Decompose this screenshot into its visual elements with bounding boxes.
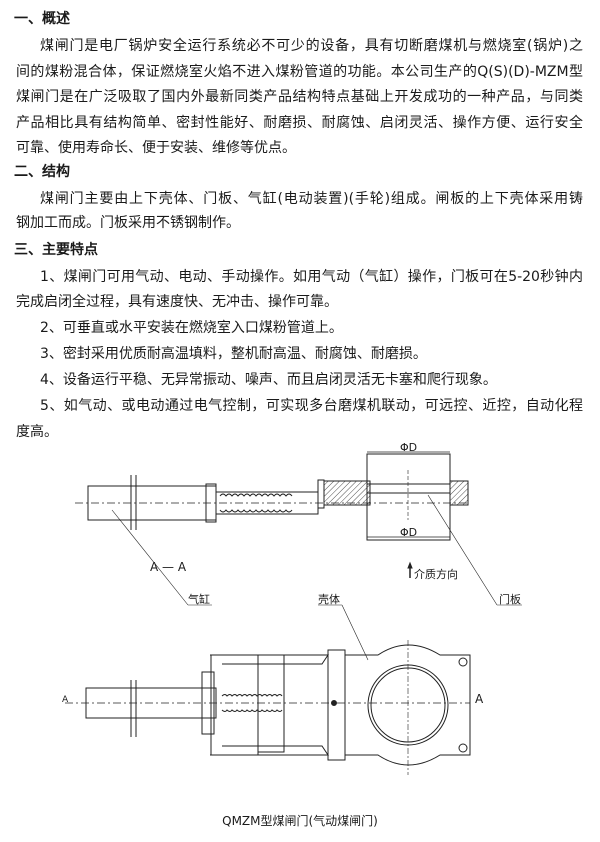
text-line: 产品相比具有结构简单、密封性能好、耐磨损、耐腐蚀、启闭灵活、操作方便、运行安全 — [16, 115, 583, 131]
text-line: 钢加工而成。门板采用不锈钢制作。 — [16, 215, 240, 231]
bellows — [219, 493, 293, 513]
text-line: 间的煤粉混合体，保证燃烧室火焰不进入煤粉管道的功能。本公司生产的Q(S)(D)-… — [16, 64, 583, 80]
flow-direction-label: 介质方向 — [414, 568, 458, 581]
text-line: 煤闸门是在广泛吸取了国内外最新同类产品结构特点基础上开发成功的一种产品，与同类 — [16, 89, 583, 105]
text-line: 5、如气动、或电动通过电气控制，可实现多台磨煤机联动，可远控、近控，自动化程 — [40, 398, 583, 414]
text-line: 度高。 — [16, 424, 58, 440]
heading-features: 三、主要特点 — [14, 242, 98, 258]
text-line: 煤闸门主要由上下壳体、门板、气缸(电动装置)(手轮)组成。闸板的上下壳体采用铸 — [40, 191, 583, 207]
heading-structure: 二、结构 — [14, 164, 70, 180]
section-label: A — A — [150, 560, 187, 574]
diameter-label-bottom: ΦD — [400, 526, 418, 539]
text-line: 煤闸门是电厂锅炉安全运行系统必不可少的设备，具有切断磨煤机与燃烧室(锅炉)之 — [40, 38, 583, 54]
text-line: 3、密封采用优质耐高温填料，整机耐高温、耐腐蚀、耐磨损。 — [40, 346, 427, 362]
text-line: 1、煤闸门可用气动、电动、手动操作。如用气动（气缸）操作，门板可在5-20秒钟内 — [40, 269, 583, 285]
text-line: 2、可垂直或水平安装在燃烧室入口煤粉管道上。 — [40, 320, 343, 336]
bellows — [221, 694, 283, 712]
front-view — [65, 640, 471, 775]
cylinder-label: 气缸 — [188, 593, 210, 606]
text-line: 完成启闭全过程，具有速度快、无冲击、操作可靠。 — [16, 294, 338, 310]
text-line: 可靠、使用寿命长、便于安装、维修等优点。 — [16, 140, 296, 156]
section-marker-right: A — [475, 692, 484, 706]
gate-plate-label: 门板 — [499, 593, 521, 606]
hatched-flange — [323, 480, 371, 506]
cylinder-body — [85, 687, 217, 719]
heading-overview: 一、概述 — [14, 11, 70, 27]
section-marker-left: A — [62, 695, 69, 705]
section-view — [75, 451, 522, 661]
diameter-label-top: ΦD — [400, 441, 418, 454]
shell-label: 壳体 — [318, 593, 340, 606]
figure-caption: QMZM型煤闸门(气动煤闸门) — [222, 814, 378, 828]
text-line: 4、设备运行平稳、无异常振动、噪声、而且启闭灵活无卡塞和爬行现象。 — [40, 372, 497, 388]
